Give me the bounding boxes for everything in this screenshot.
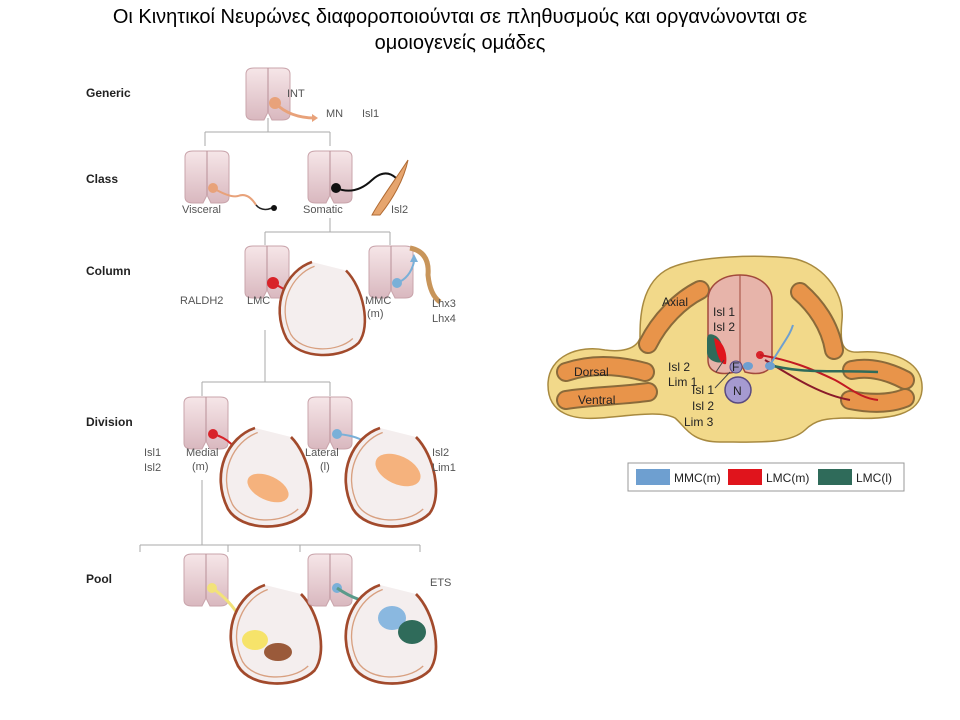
division-right-isl2-label: Isl2 bbox=[432, 447, 449, 459]
isl1-low-label: Isl 1 bbox=[692, 383, 714, 397]
generic-int-label: INT bbox=[287, 88, 305, 100]
column-lhx4-label: Lhx4 bbox=[432, 313, 456, 325]
class-isl2-label: Isl2 bbox=[391, 204, 408, 216]
column-raldh2-label: RALDH2 bbox=[180, 295, 223, 307]
division-medial-cord bbox=[183, 396, 313, 528]
division-lateral-sub-label: (l) bbox=[320, 461, 330, 473]
level-class-label: Class bbox=[86, 172, 118, 186]
division-lateral-label: Lateral bbox=[305, 447, 339, 459]
legend-swatch bbox=[818, 469, 852, 485]
division-right-lim1-label: Lim1 bbox=[432, 462, 456, 474]
n-label: N bbox=[733, 384, 742, 398]
class-visceral-label: Visceral bbox=[182, 204, 221, 216]
tree-connectors bbox=[139, 118, 421, 552]
left-muscles bbox=[556, 280, 710, 410]
f-circle bbox=[729, 360, 743, 374]
legend-box bbox=[627, 462, 905, 492]
generic-isl1-label: Isl1 bbox=[362, 108, 379, 120]
pool-left-cord bbox=[183, 553, 323, 685]
legend-swatch bbox=[728, 469, 762, 485]
class-somatic-label: Somatic bbox=[303, 204, 343, 216]
legend: MMC(m) LMC(m) LMC(l) bbox=[627, 462, 905, 492]
division-lateral-cord bbox=[307, 396, 438, 528]
column-mmc-sub-label: (m) bbox=[367, 308, 384, 320]
slide-title-line-1: Οι Κινητικοί Νευρώνες διαφοροποιούνται σ… bbox=[112, 6, 808, 28]
division-isl2-label: Isl2 bbox=[144, 462, 161, 474]
division-medial-label: Medial bbox=[186, 447, 218, 459]
division-isl1-label: Isl1 bbox=[144, 447, 161, 459]
isl2-top-label: Isl 2 bbox=[713, 320, 735, 334]
lim1-mid-label: Lim 1 bbox=[668, 375, 698, 389]
level-pool-label: Pool bbox=[86, 572, 112, 586]
slide-title: Οι Κινητικοί Νευρώνες διαφοροποιούνται σ… bbox=[0, 4, 920, 56]
legend-label: LMC(m) bbox=[766, 471, 809, 485]
isl2-low-label: Isl 2 bbox=[692, 399, 714, 413]
division-medial-sub-label: (m) bbox=[192, 461, 209, 473]
column-lhx3-label: Lhx3 bbox=[432, 298, 456, 310]
column-lmc-label: LMC bbox=[247, 295, 270, 307]
right-muscles bbox=[790, 282, 915, 413]
dorsal-label: Dorsal bbox=[574, 365, 609, 379]
generic-mn-label: MN bbox=[326, 108, 343, 120]
axial-label: Axial bbox=[662, 295, 688, 309]
pool-ets-label: ETS bbox=[430, 577, 451, 589]
lim3-low-label: Lim 3 bbox=[684, 415, 714, 429]
level-column-label: Column bbox=[86, 264, 131, 278]
generic-cord bbox=[245, 67, 318, 122]
column-mmc-label: MMC bbox=[365, 295, 391, 307]
n-circle bbox=[724, 376, 752, 404]
legend-label: LMC(l) bbox=[856, 471, 892, 485]
spinal-cross-section: F N Axial Dorsal Ventral Isl 1 Isl 2 Isl… bbox=[547, 255, 923, 443]
pool-right-cord bbox=[307, 553, 438, 685]
class-visceral-cord bbox=[184, 150, 277, 211]
ventral-label: Ventral bbox=[578, 393, 615, 407]
lineage-tree: Generic Class Column Division Pool bbox=[86, 67, 456, 685]
isl1-top-label: Isl 1 bbox=[713, 305, 735, 319]
slide-title-line-2: ομοιογενείς ομάδες bbox=[374, 32, 546, 54]
class-somatic-cord bbox=[307, 150, 409, 216]
column-lmc-cord bbox=[244, 245, 367, 357]
legend-swatch bbox=[636, 469, 670, 485]
legend-label: MMC(m) bbox=[674, 471, 721, 485]
level-division-label: Division bbox=[86, 415, 133, 429]
level-generic-label: Generic bbox=[86, 86, 131, 100]
isl2-mid-label: Isl 2 bbox=[668, 360, 690, 374]
f-label: F bbox=[732, 360, 739, 374]
column-mmc-cord bbox=[368, 245, 442, 305]
